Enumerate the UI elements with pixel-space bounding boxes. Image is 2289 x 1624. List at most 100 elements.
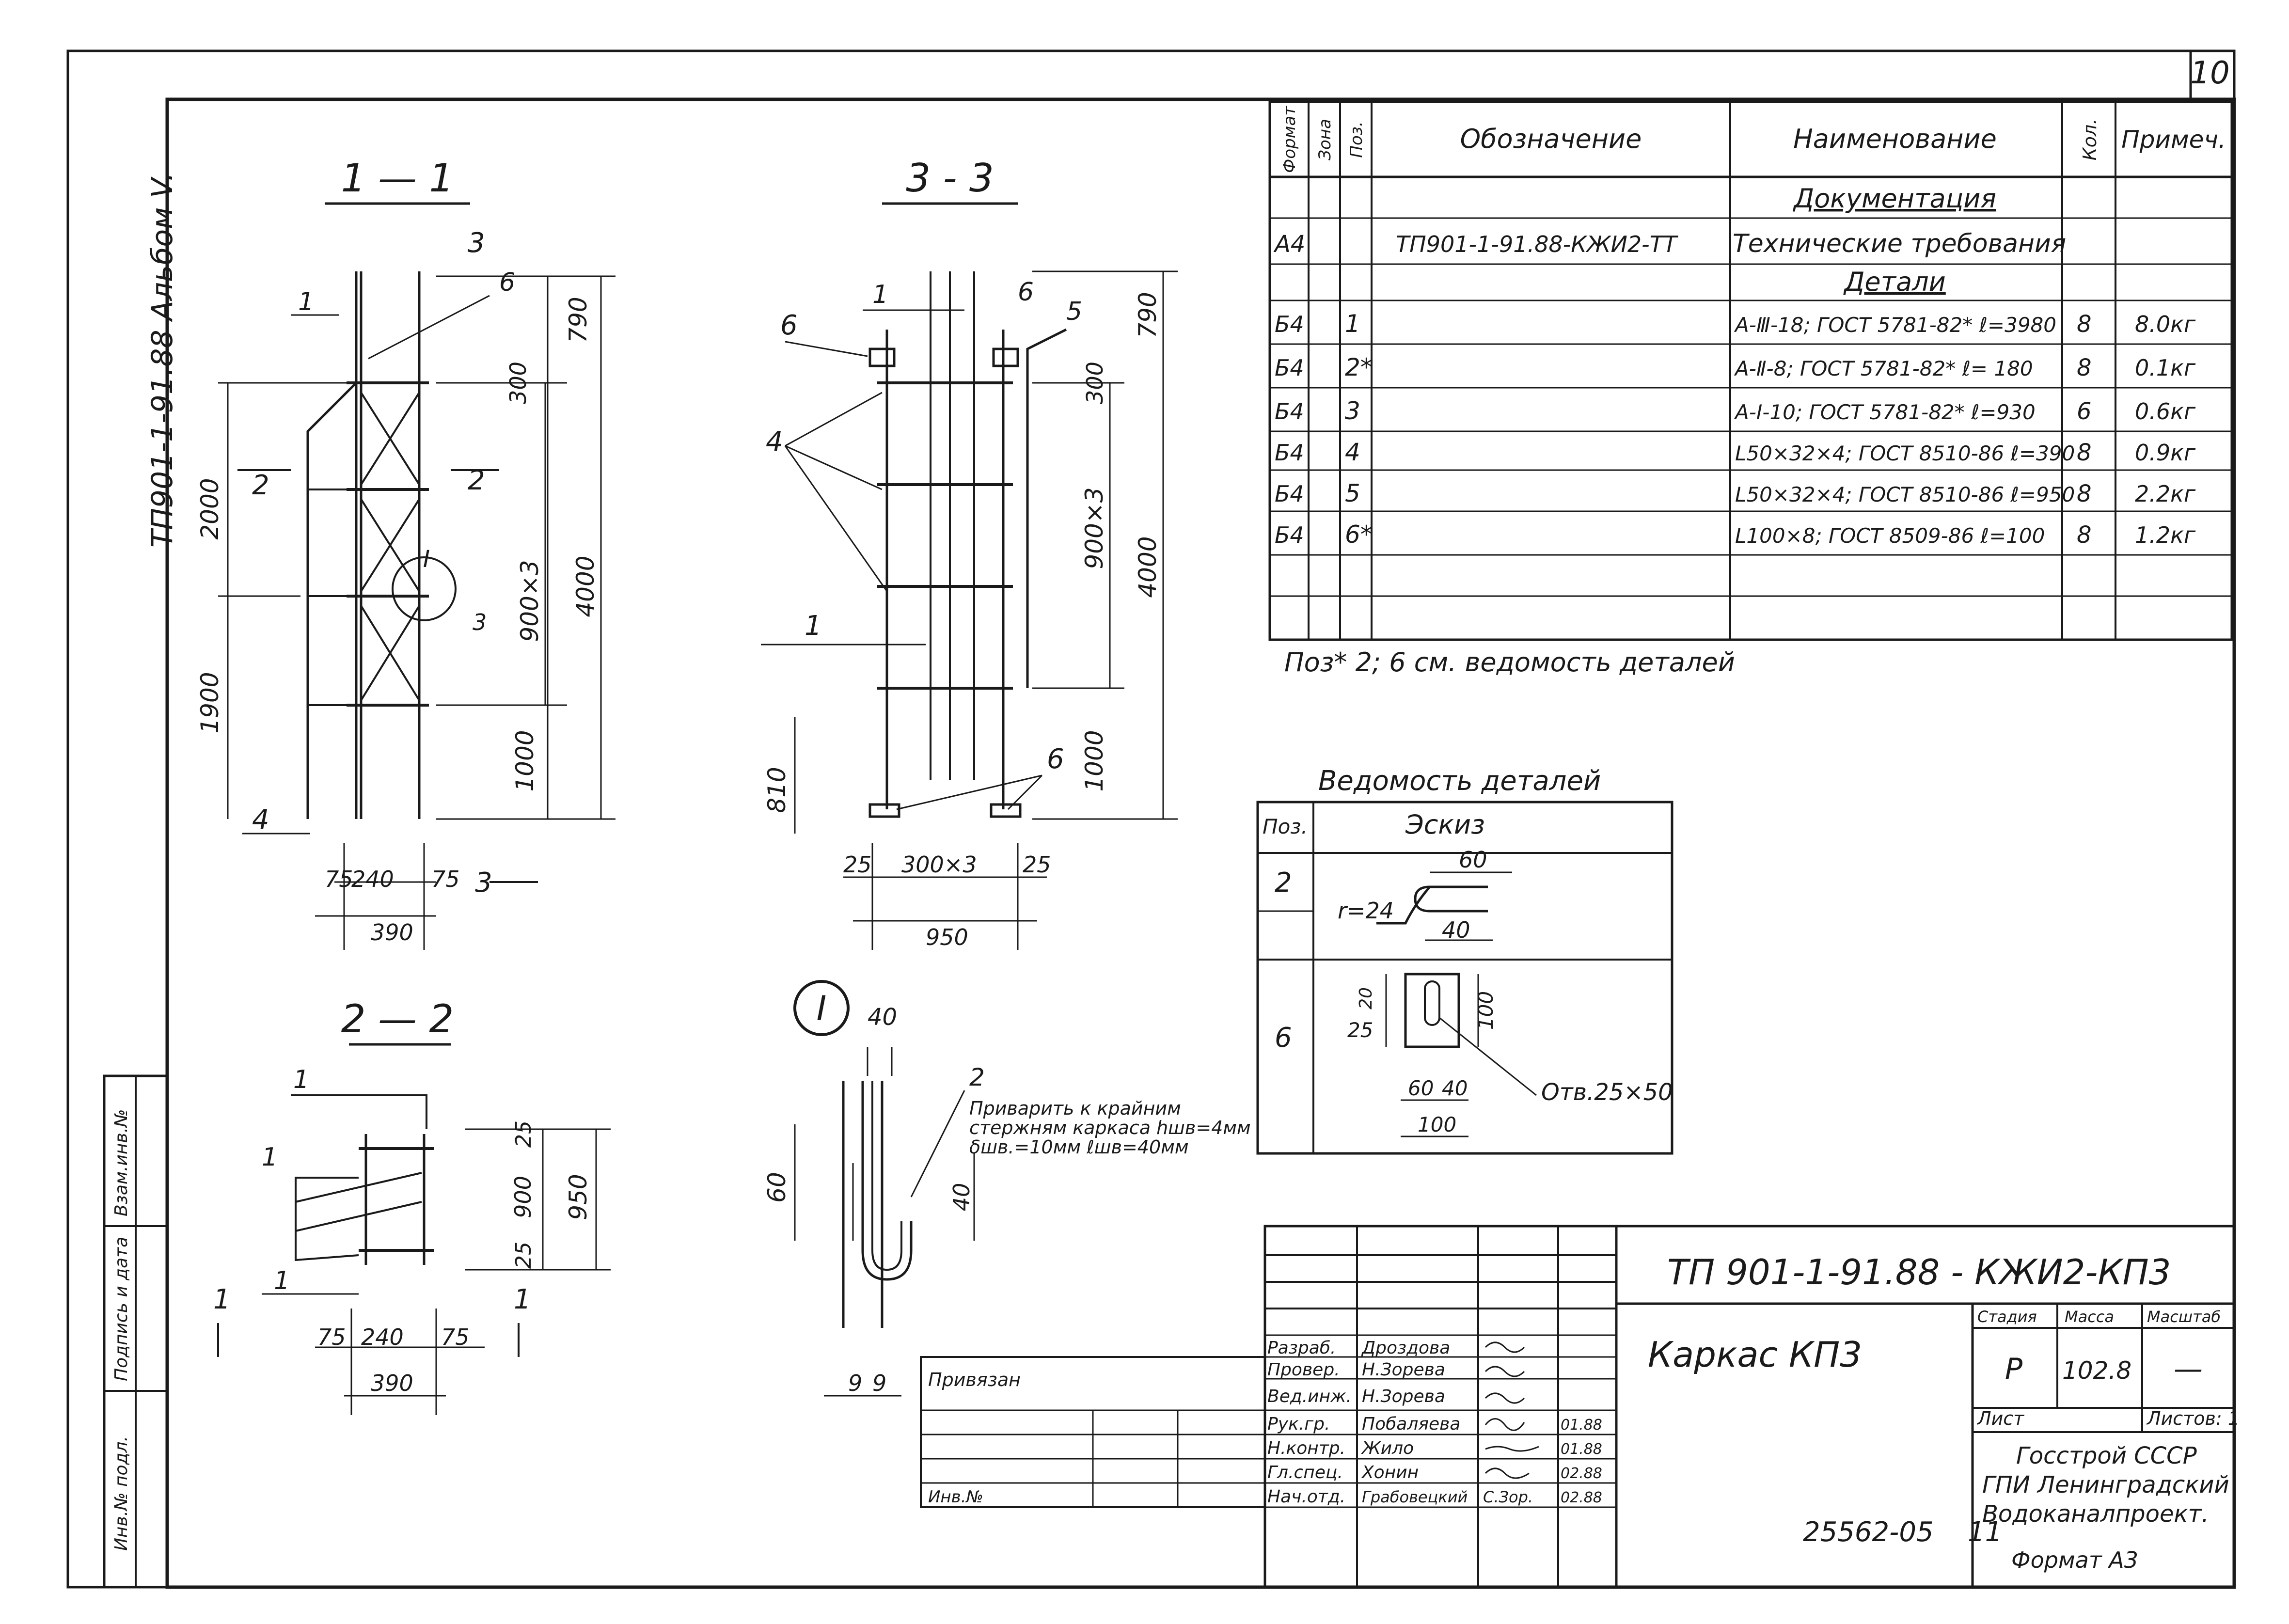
doc-row-designation: ТП901-1-91.88-КЖИ2-ТТ: [1396, 231, 1679, 257]
weld-note-line3: δшв.=10мм ℓшв=40мм: [969, 1136, 1189, 1158]
node-dim-60: 60: [763, 1172, 791, 1203]
s22-cut-1-left: 1: [213, 1284, 231, 1315]
date: 02.88: [1561, 1489, 1602, 1506]
spec-header-pos: Поз.: [1347, 121, 1366, 158]
s22-cut-1-right: 1: [514, 1284, 531, 1315]
spec-header-zone: Зона: [1315, 119, 1335, 160]
inner-frame: [165, 97, 2236, 1589]
doc-row-format: А4: [1273, 231, 1305, 258]
spec-header-note: Примеч.: [2121, 126, 2226, 154]
cell-format: Б4: [1275, 355, 1304, 381]
dim-300x3: 300×3: [901, 851, 977, 878]
role: Провер.: [1267, 1360, 1340, 1380]
detail-2-dim-r24: r=24: [1338, 898, 1394, 924]
cell-pos: 3: [1345, 397, 1360, 425]
spec-row-3: Б4 3 А-Ⅰ-10; ГОСТ 5781-82* ℓ=930 6 0.6кг: [1275, 397, 2196, 425]
details-list: Ведомость деталей Поз. Эскиз 2 60 r=24 4…: [1256, 765, 1673, 1155]
person: Н.Зорева: [1362, 1387, 1445, 1406]
node-ref-I: I: [423, 546, 430, 573]
signature-rows: Разраб. Дроздова Провер. Н.Зорева Вед.ин…: [1267, 1338, 1602, 1507]
role: Нач.отд.: [1267, 1487, 1345, 1507]
sheets-label: Листов: 1: [2146, 1408, 2240, 1429]
role: Н.контр.: [1267, 1438, 1345, 1458]
cell-note: 8.0кг: [2135, 311, 2196, 337]
cut-3-bottom: 3: [475, 867, 492, 899]
album-label: ТП901-1-91.88 Альбом V.: [145, 172, 179, 548]
mark-4: 4: [766, 426, 783, 457]
cell-note: 2.2кг: [2135, 481, 2196, 507]
cell-qty: 8: [2077, 354, 2092, 381]
role: Рук.гр.: [1267, 1414, 1330, 1434]
section-1-1: 1 — 1 I 790 300 900×3: [196, 156, 616, 950]
details-col-sketch: Эскиз: [1405, 809, 1485, 840]
detail-6-dim-100-v: 100: [1474, 991, 1498, 1030]
weld-note-line2: стержням каркаса hшв=4мм: [969, 1117, 1251, 1138]
role: Разраб.: [1267, 1338, 1336, 1358]
detail-2-pos: 2: [1275, 867, 1292, 899]
dim-1900: 1900: [196, 672, 224, 733]
drawing-name: Каркас КП3: [1648, 1334, 1862, 1375]
sheet-number: 10: [2190, 55, 2229, 91]
cell-pos: 5: [1345, 479, 1360, 507]
person: Хонин: [1361, 1463, 1419, 1482]
s22-dim-900: 900: [510, 1176, 536, 1218]
dim-950: 950: [926, 924, 968, 950]
dim-1000: 1000: [511, 730, 539, 791]
cell-format: Б4: [1275, 440, 1304, 466]
margin-inv-no: Инв.№ подл.: [111, 1436, 131, 1551]
mark-6-left: 6: [780, 310, 798, 341]
s22-dim-390: 390: [371, 1370, 413, 1396]
spec-row-6: Б4 6* L100×8; ГОСТ 8509-86 ℓ=100 8 1.2кг: [1275, 520, 2196, 549]
section-3-3-title: 3 - 3: [906, 156, 994, 201]
cell-qty: 8: [2077, 439, 2092, 466]
cell-pos: 6*: [1345, 520, 1373, 549]
detail-6-dim-100-h: 100: [1418, 1113, 1456, 1136]
mark-5: 5: [1066, 297, 1082, 326]
cell-name: А-Ⅱ-8; ГОСТ 5781-82* ℓ= 180: [1734, 357, 2033, 380]
s22-dim-240: 240: [361, 1324, 404, 1350]
section-2-2: 2 — 2 1 1 1 1 1 25 900 950 25 75 240 75 …: [213, 996, 611, 1415]
dim-25-b: 25: [1023, 851, 1051, 878]
mark-1-top: 1: [872, 280, 888, 309]
person: Дроздова: [1361, 1338, 1450, 1358]
node-I: I 40 60 40 9 9 2 Приварить к крайним сте…: [763, 980, 1251, 1397]
dim-2000: 2000: [196, 478, 224, 539]
spec-section-parts: Детали: [1843, 267, 1946, 297]
details-list-title: Ведомость деталей: [1318, 765, 1601, 797]
s22-dim-950: 950: [564, 1174, 592, 1220]
cell-qty: 8: [2077, 311, 2092, 338]
sheet-label: Лист: [1976, 1408, 2025, 1429]
node-dim-40-right: 40: [948, 1183, 975, 1212]
detail-2-dim-40: 40: [1442, 917, 1470, 943]
drawing-code: ТП 901-1-91.88 - КЖИ2-КП3: [1667, 1252, 2171, 1293]
role: Гл.спец.: [1267, 1463, 1343, 1482]
section-1-1-title: 1 — 1: [341, 156, 454, 201]
dim-300: 300: [1082, 362, 1108, 404]
cell-format: Б4: [1275, 398, 1304, 425]
node-dim-9-b: 9: [872, 1370, 886, 1396]
detail-6-hole: Отв.25×50: [1541, 1079, 1673, 1106]
person: Н.Зорева: [1362, 1360, 1445, 1380]
cell-qty: 8: [2077, 521, 2092, 549]
dim-900x3: 900×3: [516, 560, 544, 642]
mark-6-bottom: 6: [1047, 743, 1064, 775]
node-dim-9-a: 9: [848, 1370, 862, 1396]
spec-header-designation: Обозначение: [1460, 124, 1642, 154]
dim-790: 790: [564, 297, 592, 343]
cell-note: 1.2кг: [2135, 522, 2196, 548]
org-line-3: Водоканалпроект.: [1982, 1500, 2209, 1528]
cell-note: 0.6кг: [2135, 398, 2196, 425]
format-label: Формат А3: [2011, 1547, 2138, 1573]
detail-6-dim-60: 60: [1408, 1076, 1434, 1100]
cell-name: А-Ⅲ-18; ГОСТ 5781-82* ℓ=3980: [1734, 313, 2056, 337]
cut-2-left: 2: [252, 470, 269, 501]
spec-row-5: Б4 5 L50×32×4; ГОСТ 8510-86 ℓ=950 8 2.2к…: [1275, 479, 2196, 507]
s22-dim-75-a: 75: [317, 1324, 346, 1350]
doc-row-name: Технические требования: [1733, 229, 2066, 258]
cell-pos: 1: [1345, 310, 1360, 338]
cell-name: L50×32×4; ГОСТ 8510-86 ℓ=950: [1735, 483, 2075, 506]
detail-6-dim-20: 20: [1356, 987, 1376, 1009]
cell-format: Б4: [1275, 311, 1304, 337]
cell-name: L100×8; ГОСТ 8509-86 ℓ=100: [1735, 524, 2045, 548]
